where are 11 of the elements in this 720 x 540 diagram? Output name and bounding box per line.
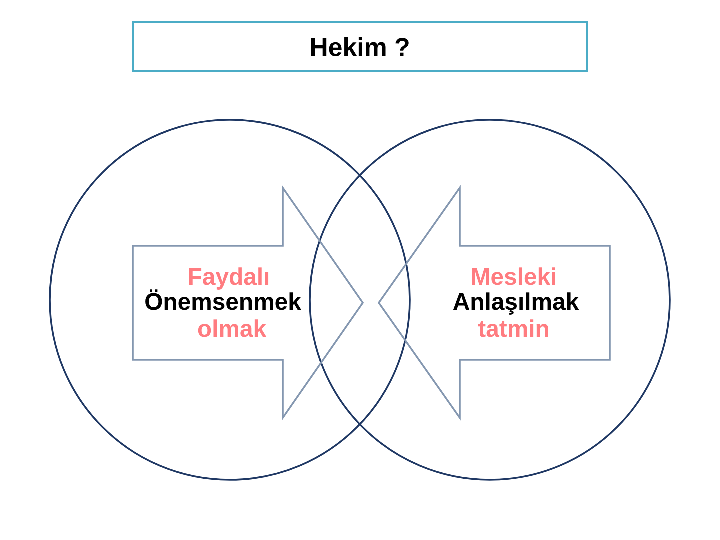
arrow-label: tatmin — [478, 320, 548, 338]
block-arrow — [378, 185, 611, 421]
arrow-label: Anlaşılmak — [453, 292, 580, 315]
arrow-label: Mesleki — [472, 268, 556, 286]
arrow-label: Önemsenmek — [146, 290, 302, 310]
arrow-label: Faydalı — [189, 268, 269, 290]
venn-circle — [309, 119, 671, 481]
venn-circle — [49, 119, 411, 481]
block-arrow — [132, 185, 364, 421]
title-box: Hekim ? — [132, 21, 588, 72]
arrow-label: olmak — [198, 320, 267, 338]
